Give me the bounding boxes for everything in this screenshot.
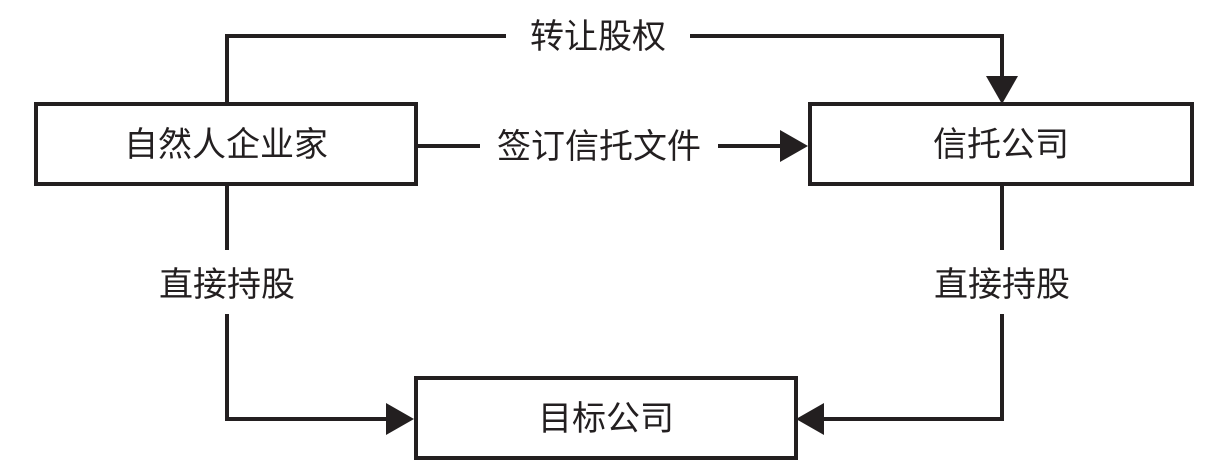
node-label-target-company: 目标公司 [538, 399, 674, 439]
edge-transfer-equity: 转让股权 [225, 17, 1018, 104]
node-trust-company: 信托公司 [808, 102, 1194, 186]
arrowhead-right-icon [780, 130, 808, 162]
node-label-trust-company: 信托公司 [933, 125, 1069, 165]
edge-label-sign-trust: 签订信托文件 [497, 127, 701, 167]
arrowhead-down-icon [986, 76, 1018, 104]
edge-label-direct-hold-left: 直接持股 [159, 265, 295, 305]
node-target-company: 目标公司 [414, 376, 798, 460]
edge-direct-hold-left: 直接持股 [159, 186, 414, 435]
node-label-entrepreneur: 自然人企业家 [124, 125, 328, 165]
arrowhead-left-icon [796, 403, 824, 435]
edge-label-direct-hold-right: 直接持股 [934, 265, 1070, 305]
node-entrepreneur: 自然人企业家 [34, 102, 418, 186]
edge-direct-hold-right: 直接持股 [796, 186, 1070, 435]
arrowhead-right-icon [386, 403, 414, 435]
edge-label-transfer-equity: 转让股权 [530, 17, 666, 57]
edge-sign-trust: 签订信托文件 [416, 127, 808, 167]
